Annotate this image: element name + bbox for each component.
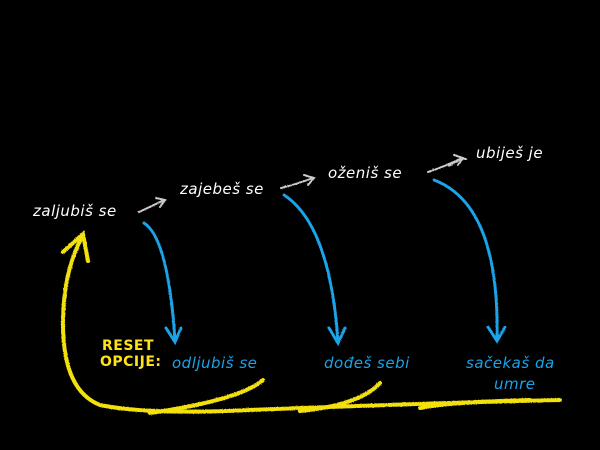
option-sacekas-da-line1: sačekaš da	[466, 354, 555, 372]
option-arrows	[142, 178, 507, 347]
step-zaljubis-se: zaljubiš se	[33, 202, 117, 220]
reset-arrow-head	[61, 230, 90, 263]
flow-arrow-1	[138, 197, 167, 213]
reset-label-line1: RESET	[102, 338, 155, 354]
reset-branch-2	[298, 381, 382, 413]
reset-arrows	[60, 230, 562, 415]
reset-branch-3	[418, 398, 532, 410]
option-arrow-2	[282, 193, 347, 347]
flow-arrow-3	[427, 154, 465, 173]
option-odljubis-se: odljubiš se	[172, 354, 258, 372]
option-arrow-1	[142, 221, 183, 346]
reset-arrow-main	[60, 235, 562, 414]
reset-label-line2: OPCIJE:	[100, 354, 162, 370]
option-arrow-3	[432, 178, 507, 344]
flow-arrow-4	[448, 157, 467, 167]
option-sacekas-da-line2: umre	[494, 375, 536, 393]
step-zajebes-se: zajebeš se	[180, 180, 264, 198]
step-ubijes-je: ubiješ je	[476, 144, 544, 162]
reset-options-label: RESET OPCIJE:	[100, 338, 162, 370]
flow-arrows	[138, 154, 467, 213]
option-dodjes-sebi: dođeš sebi	[324, 354, 410, 372]
flow-arrow-2	[280, 174, 316, 189]
reset-branch-1	[148, 378, 265, 415]
step-zenis-se: oženiš se	[328, 164, 403, 182]
